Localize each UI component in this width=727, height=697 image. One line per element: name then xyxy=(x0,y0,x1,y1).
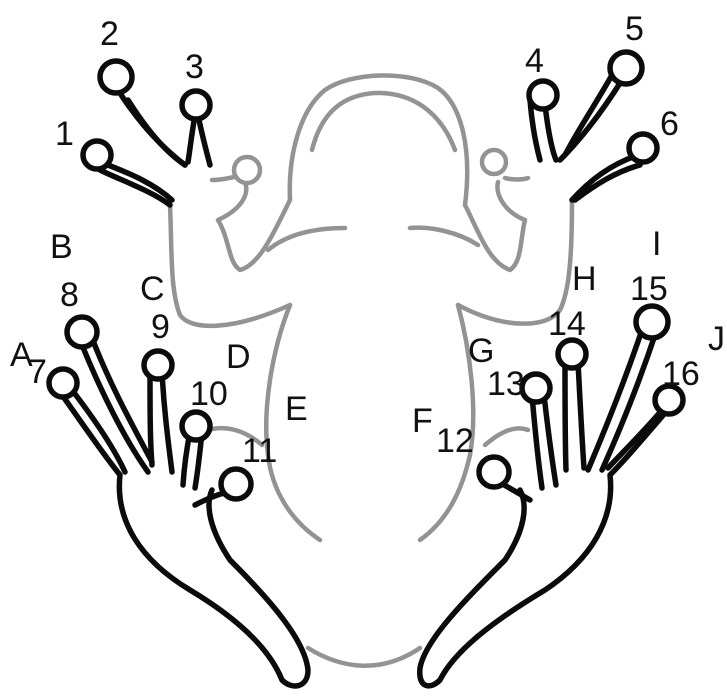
toe-pad-6 xyxy=(629,134,657,162)
toe-pad-5 xyxy=(610,52,642,84)
label-4: 4 xyxy=(525,42,544,80)
right-thumb-stalk xyxy=(505,178,528,180)
toe14-stalk-b xyxy=(578,362,584,468)
eye-ridge xyxy=(312,93,455,150)
label-C: C xyxy=(140,270,165,308)
right-hind-foot xyxy=(420,306,683,686)
toe-pad-12 xyxy=(479,457,509,487)
label-11: 11 xyxy=(242,432,277,470)
toe9-stalk-b xyxy=(162,372,172,472)
right-thigh-curve xyxy=(485,428,528,445)
left-toe2-stalk xyxy=(118,90,185,165)
label-8: 8 xyxy=(60,276,79,314)
toe-pad-7 xyxy=(49,369,77,397)
right-front-hand xyxy=(529,52,657,200)
toe-pad-15 xyxy=(636,306,668,338)
toe-pad-2 xyxy=(100,61,132,93)
label-2: 2 xyxy=(100,15,119,53)
right-forelimb xyxy=(458,150,572,324)
label-6: 6 xyxy=(660,105,679,143)
label-3: 3 xyxy=(185,48,204,86)
toe7-stalk xyxy=(72,390,125,472)
toe-pad-11 xyxy=(221,469,251,499)
label-13: 13 xyxy=(487,365,525,403)
toe14-stalk xyxy=(565,362,566,470)
toe-pad-8 xyxy=(67,317,97,347)
label-A: A xyxy=(10,336,33,374)
toe-pad-10 xyxy=(182,412,210,440)
left-forelimb-inner xyxy=(218,182,290,270)
left-toe1-stalk xyxy=(100,162,172,200)
label-5: 5 xyxy=(625,10,644,48)
left-shoulder-line xyxy=(268,228,345,250)
label-E: E xyxy=(285,390,308,428)
label-G: G xyxy=(468,332,494,370)
label-I: I xyxy=(652,225,661,263)
left-forelimb xyxy=(170,157,290,326)
toe13-stalk xyxy=(532,395,542,488)
toe-pad-4 xyxy=(529,81,557,109)
right-shoulder-line xyxy=(410,228,478,245)
toe-pad-3 xyxy=(182,91,210,119)
toe-pad-1 xyxy=(83,141,111,169)
label-9: 9 xyxy=(151,308,170,346)
left-forelimb-outline xyxy=(170,205,290,326)
label-16: 16 xyxy=(662,355,700,393)
label-J: J xyxy=(708,320,725,358)
toe9-stalk xyxy=(150,370,152,465)
toe-pad-14 xyxy=(558,340,586,368)
label-12: 12 xyxy=(436,422,474,460)
right-toe4-stalk xyxy=(545,105,556,160)
letter-labels: A B C D E F G H I J xyxy=(10,225,725,440)
label-14: 14 xyxy=(548,305,586,343)
label-15: 15 xyxy=(630,270,668,308)
label-H: H xyxy=(572,260,597,298)
label-10: 10 xyxy=(190,375,228,413)
toe-pad-9 xyxy=(144,351,172,379)
label-F: F xyxy=(412,402,433,440)
right-forelimb-inner xyxy=(465,182,525,270)
right-thumb-pad xyxy=(482,150,506,174)
toe13-stalk-b xyxy=(544,395,556,485)
label-D: D xyxy=(226,338,251,376)
belly-bottom xyxy=(308,648,420,666)
toe8-stalk-b xyxy=(92,338,152,462)
left-thumb-pad xyxy=(234,157,260,183)
toe-pad-13 xyxy=(522,374,550,402)
label-1: 1 xyxy=(55,115,74,153)
label-B: B xyxy=(50,228,73,266)
